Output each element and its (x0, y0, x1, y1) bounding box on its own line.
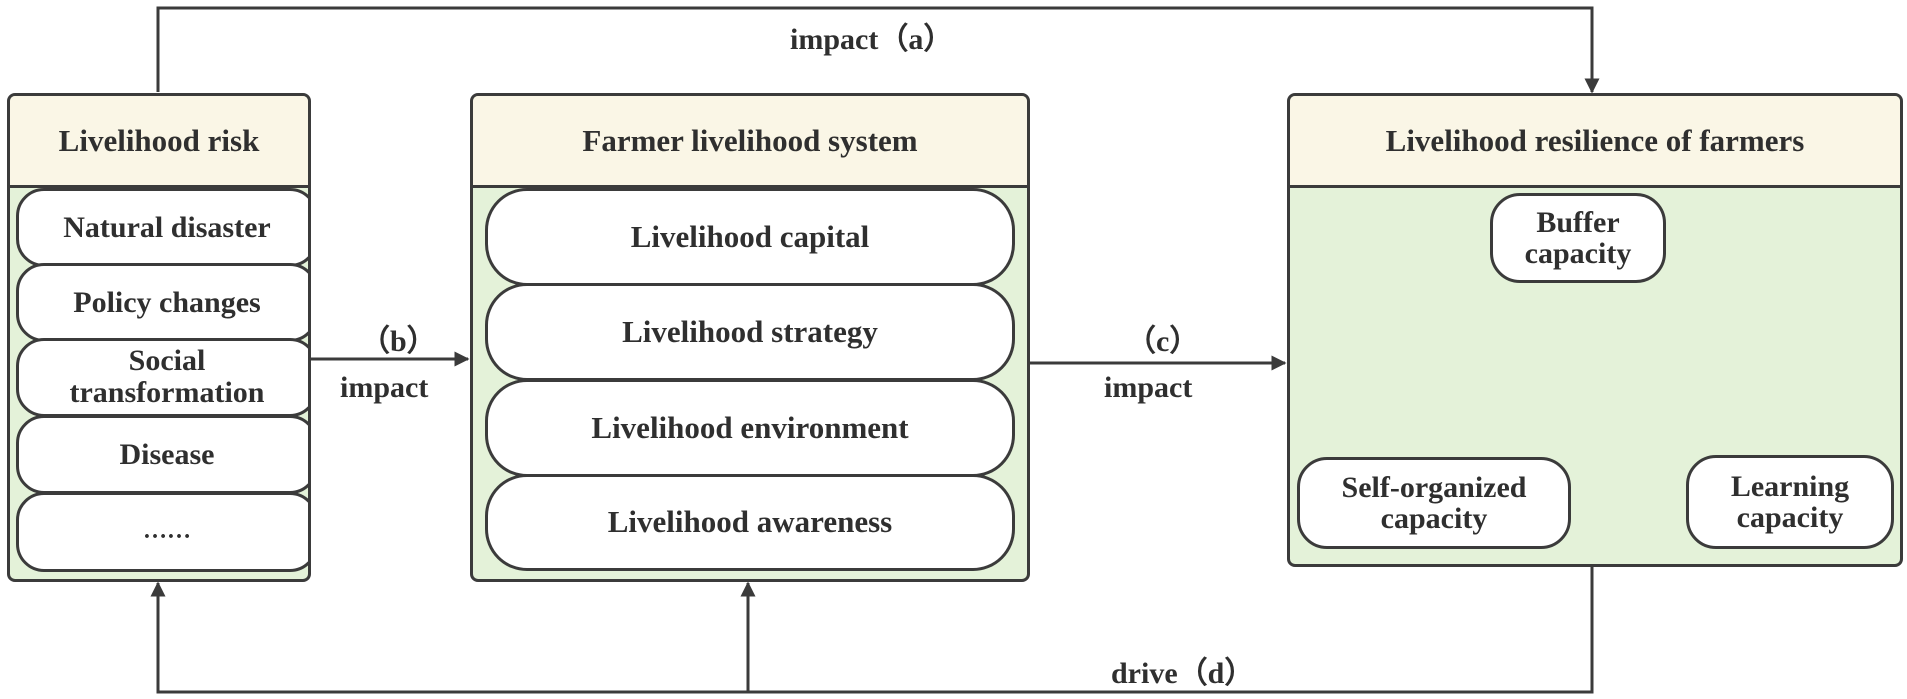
buffer-capacity-node: Buffer capacity (1490, 193, 1666, 283)
edge-c-label: impact (1104, 371, 1193, 404)
livelihood-risk-title: Livelihood risk (10, 96, 308, 188)
edge-b-label: impact (340, 371, 429, 404)
risk-item-policy-changes: Policy changes (16, 263, 308, 342)
risk-item-disease: Disease (16, 415, 308, 494)
self-organized-capacity-node: Self-organized capacity (1297, 457, 1571, 549)
risk-item-more: …… (16, 492, 308, 572)
livelihood-resilience-title: Livelihood resilience of farmers (1290, 96, 1900, 188)
system-item-livelihood-environment: Livelihood environment (485, 379, 1015, 477)
edge-c-tag: （c） (1126, 325, 1200, 358)
farmer-livelihood-system-title: Farmer livelihood system (473, 96, 1027, 188)
system-item-livelihood-awareness: Livelihood awareness (485, 474, 1015, 571)
edge-d-line (150, 566, 1594, 694)
edge-b-tag: （b） (360, 325, 437, 358)
livelihood-risk-panel: Livelihood risk Natural disaster Policy … (7, 93, 311, 582)
learning-capacity-node: Learning capacity (1686, 455, 1894, 549)
farmer-livelihood-system-panel: Farmer livelihood system Livelihood capi… (470, 93, 1030, 582)
edge-a-label: impact（a） (790, 23, 954, 56)
risk-item-social-transformation: Social transformation (16, 338, 308, 417)
edge-d-label: drive（d） (1111, 657, 1255, 690)
system-item-livelihood-capital: Livelihood capital (485, 188, 1015, 286)
system-item-livelihood-strategy: Livelihood strategy (485, 283, 1015, 381)
risk-item-natural-disaster: Natural disaster (16, 188, 308, 267)
